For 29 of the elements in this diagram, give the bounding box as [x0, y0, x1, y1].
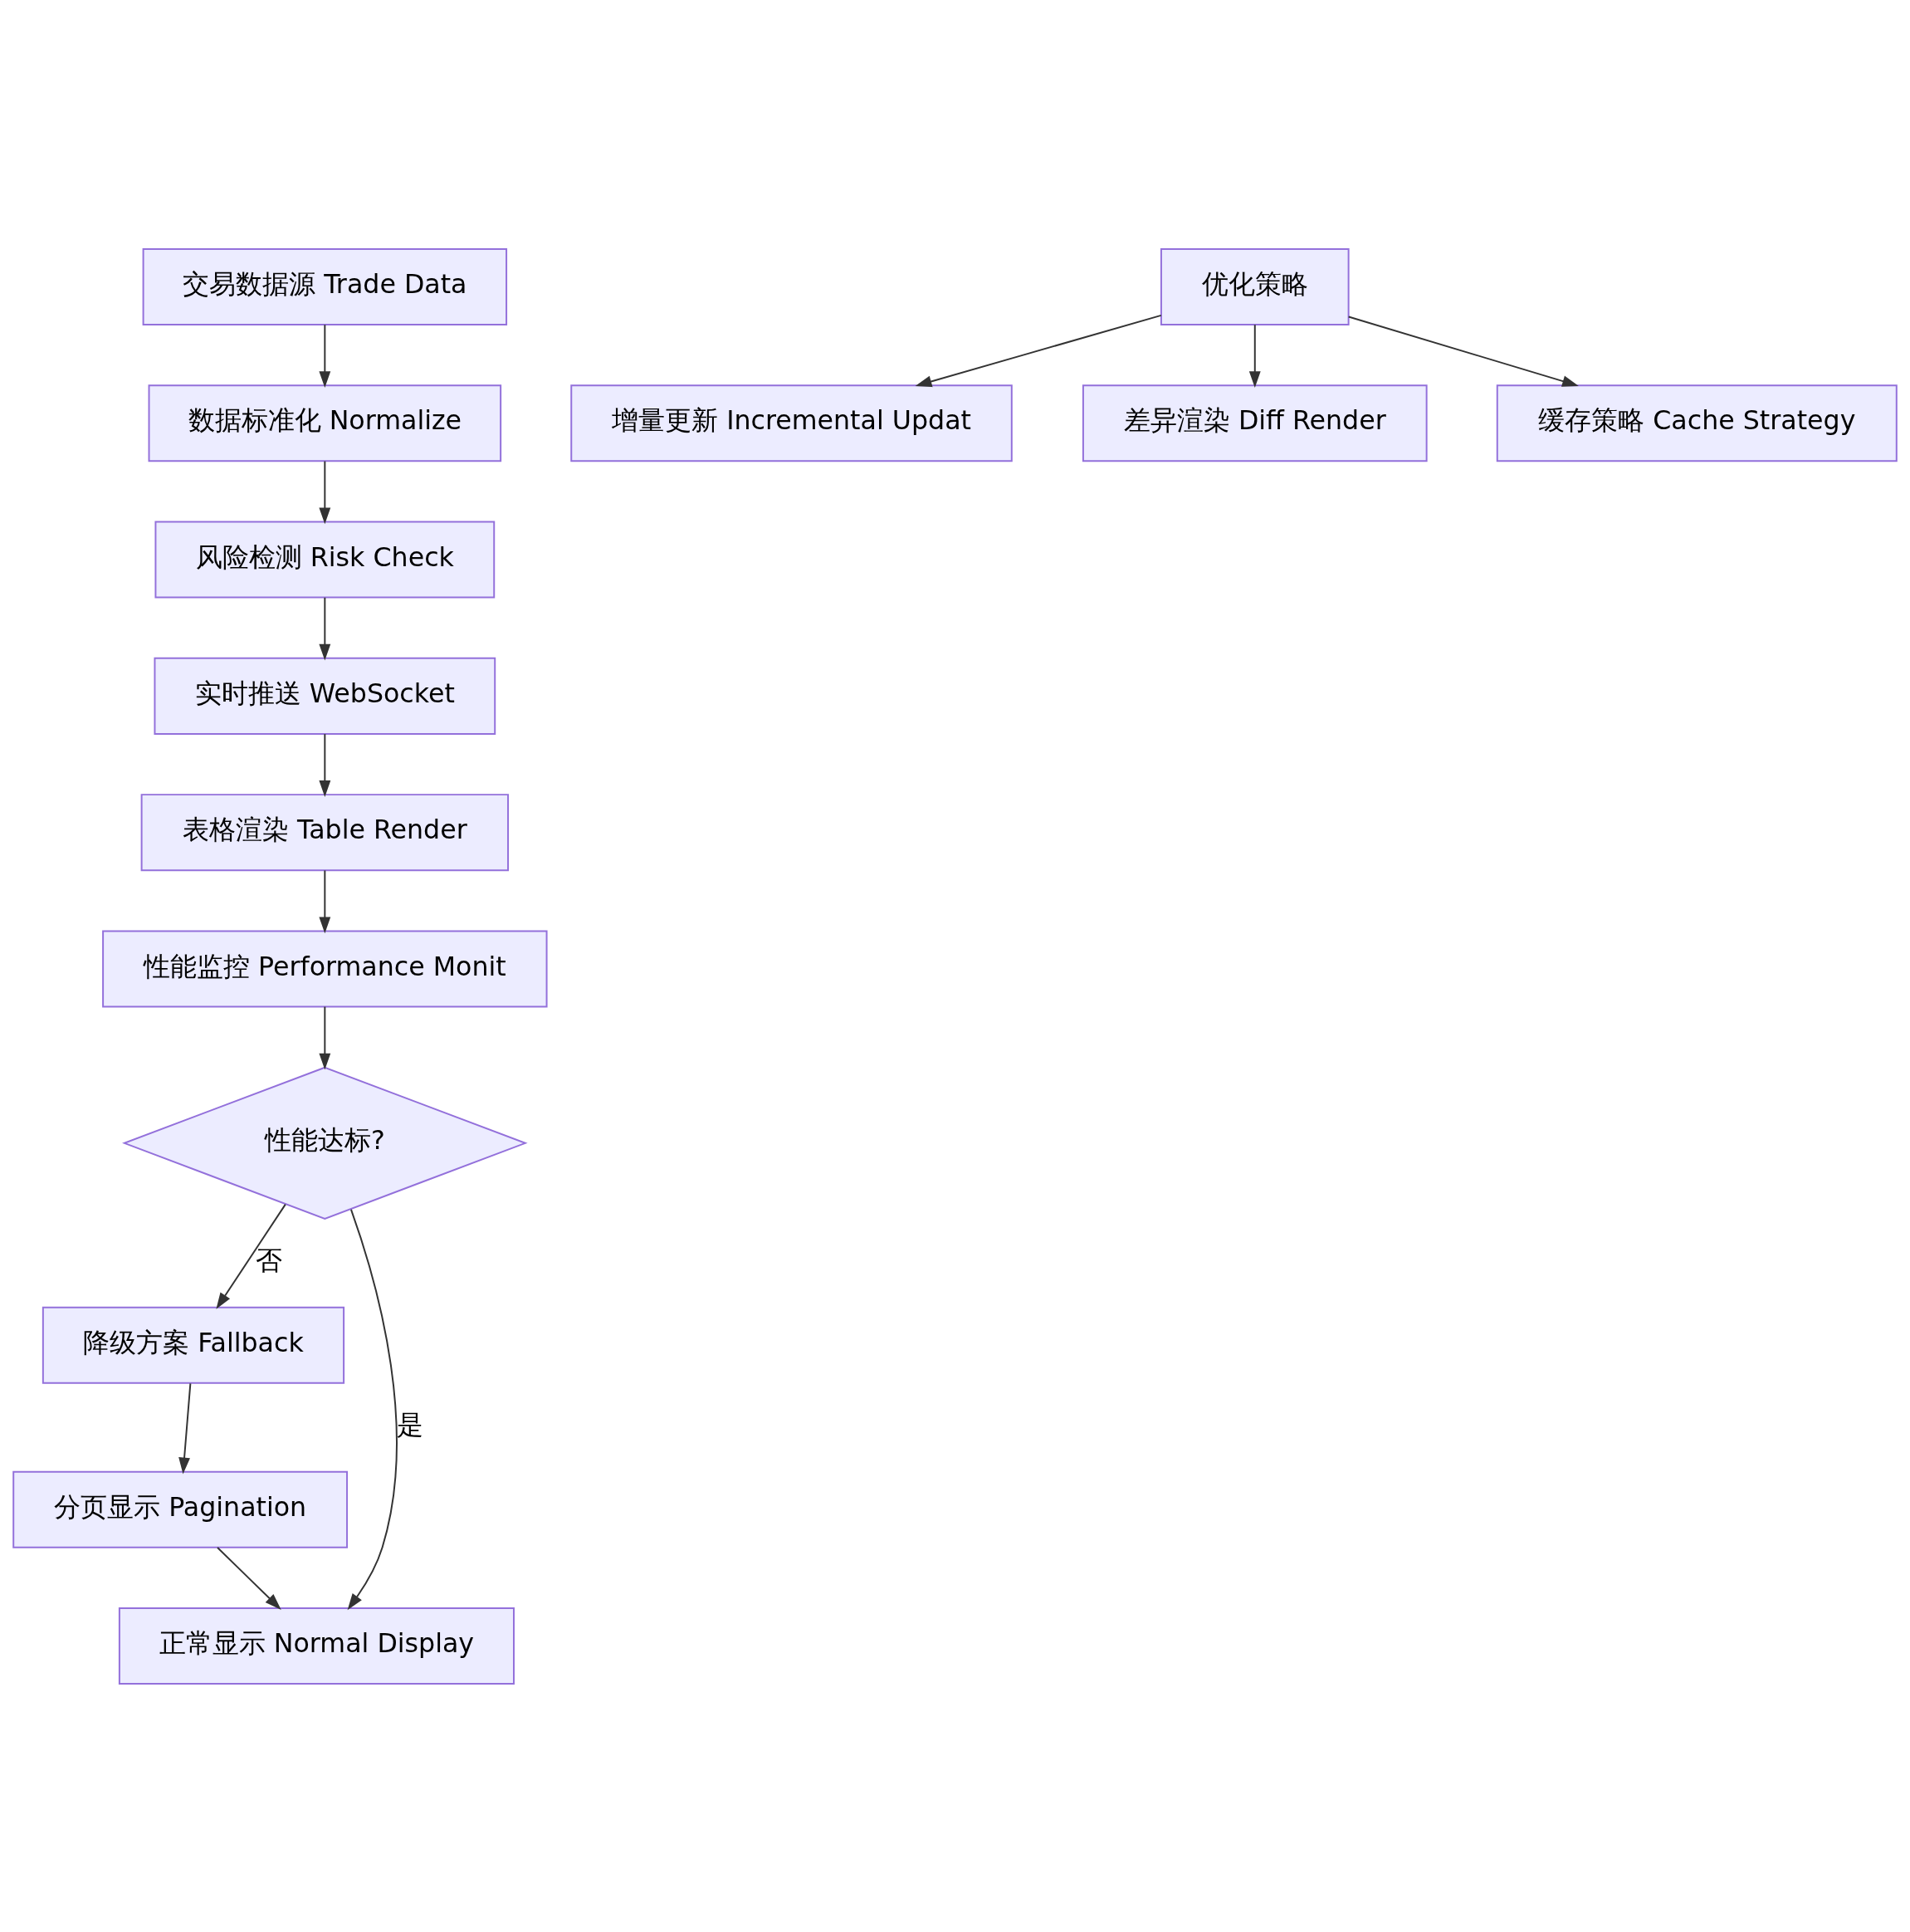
- arrow: [178, 1382, 192, 1474]
- node-box: 性能监控 Performance Monit: [102, 929, 548, 1007]
- arrow: [1347, 315, 1579, 387]
- arrow: [915, 314, 1162, 387]
- arrow: [319, 323, 331, 388]
- node-diamond: 性能达标?: [122, 1066, 528, 1220]
- node-box: 分页显示 Pagination: [12, 1470, 349, 1548]
- node-box: 数据标准化 Normalize: [148, 384, 502, 462]
- node-box: 优化策略: [1160, 247, 1350, 325]
- arrow: [347, 1208, 398, 1610]
- arrow: [217, 1546, 281, 1610]
- node-box: 降级方案 Fallback: [42, 1306, 345, 1384]
- arrow: [216, 1203, 286, 1309]
- node-box: 风险检测 Risk Check: [154, 521, 496, 599]
- arrow: [319, 460, 331, 524]
- arrow: [319, 732, 331, 797]
- node-box: 差异渲染 Diff Render: [1082, 384, 1428, 462]
- node-box: 交易数据源 Trade Data: [142, 247, 508, 325]
- arrow: [1248, 323, 1261, 388]
- edge-label: 是: [397, 1409, 424, 1440]
- node-box: 表格渲染 Table Render: [140, 793, 510, 871]
- arrow: [319, 596, 331, 661]
- node-box: 正常显示 Normal Display: [118, 1607, 515, 1685]
- node-box: 缓存策略 Cache Strategy: [1496, 384, 1898, 462]
- edge-label: 否: [256, 1245, 283, 1275]
- arrow: [319, 1005, 331, 1069]
- arrow: [319, 868, 331, 933]
- node-box: 实时推送 WebSocket: [154, 657, 496, 735]
- node-box: 增量更新 Incremental Updat: [570, 384, 1013, 462]
